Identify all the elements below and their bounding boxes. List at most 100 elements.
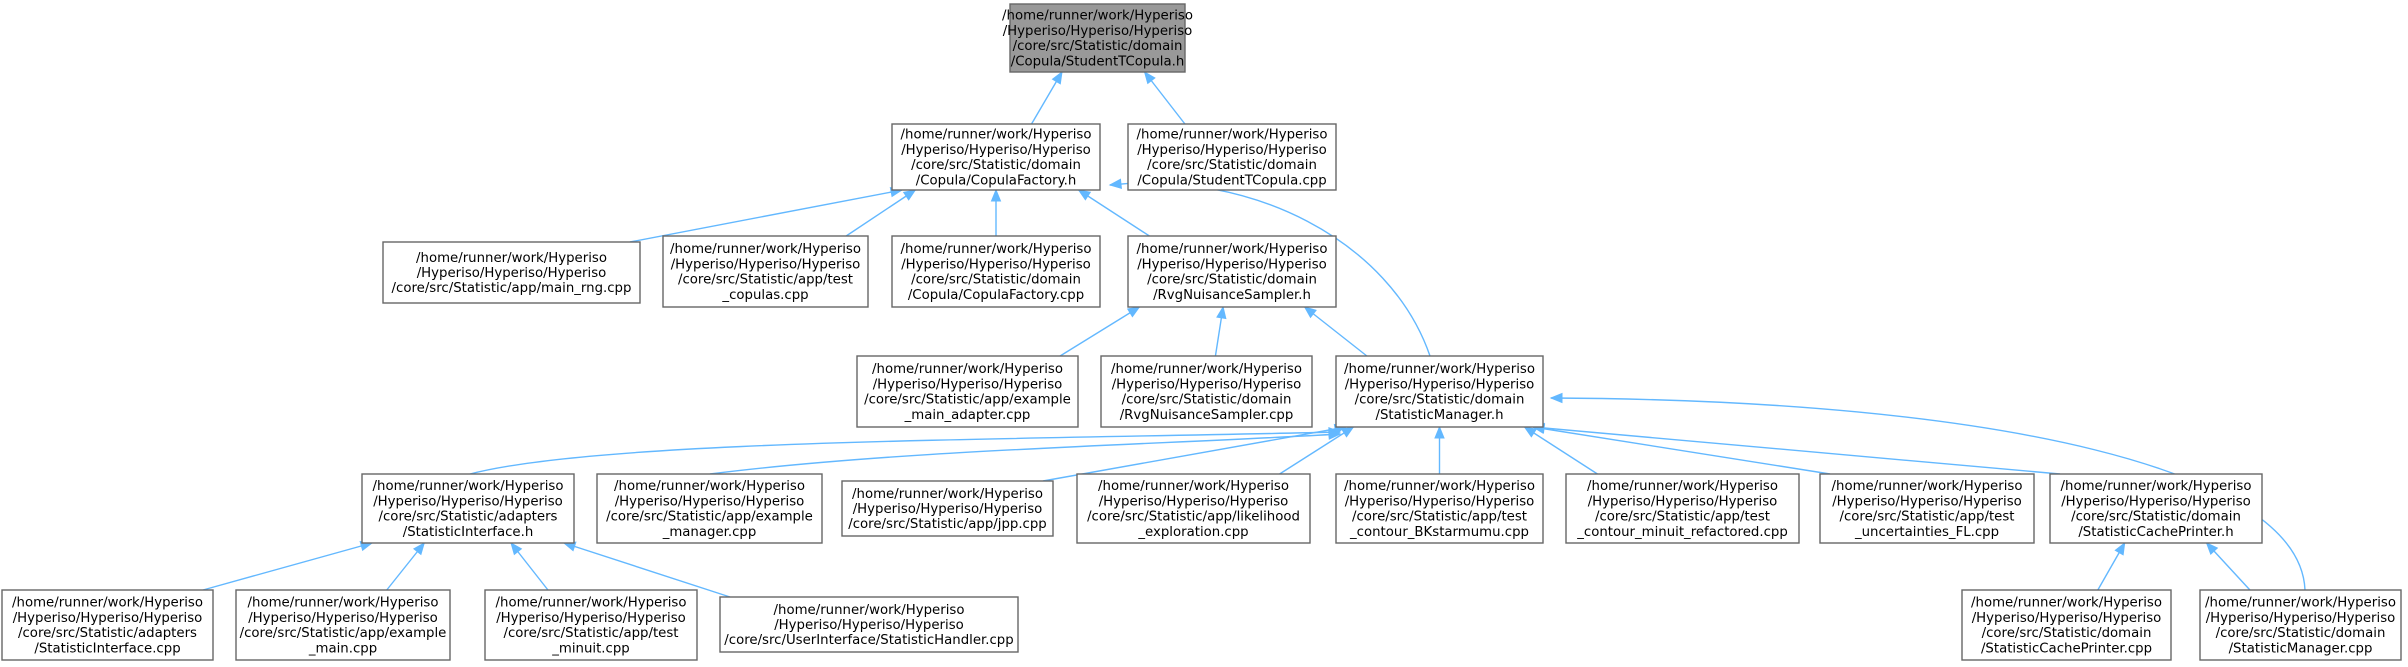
node-copulafactory_h[interactable]: /home/runner/work/Hyperiso/Hyperiso/Hype… [891,123,1101,191]
node-label-line: _manager.cpp [662,525,757,540]
node-label-line: /RvgNuisanceSampler.h [1153,288,1311,303]
node-label-line: /home/runner/work/Hyperiso [901,128,1092,143]
node-test_uncertainties_fl_cpp[interactable]: /home/runner/work/Hyperiso/Hyperiso/Hype… [1819,473,2035,544]
node-example_main_adapter_cpp[interactable]: /home/runner/work/Hyperiso/Hyperiso/Hype… [856,355,1079,428]
node-example_manager_cpp[interactable]: /home/runner/work/Hyperiso/Hyperiso/Hype… [596,473,823,544]
node-box[interactable] [1335,473,1544,544]
node-label-line: /home/runner/work/Hyperiso [416,251,607,266]
node-box[interactable] [1819,473,2035,544]
arrowhead [1126,306,1141,318]
arrowhead [1143,70,1156,85]
node-label-line: /home/runner/work/Hyperiso [1344,362,1535,377]
node-box[interactable] [1100,355,1313,428]
node-label-line: /Hyperiso/Hyperiso/Hyperiso [1588,494,1778,509]
node-label-line: /Hyperiso/Hyperiso/Hyperiso [671,257,861,272]
node-statisticmanager_cpp[interactable]: /home/runner/work/Hyperiso/Hyperiso/Hype… [2199,589,2402,661]
node-box[interactable] [1076,473,1311,544]
node-box[interactable] [2049,473,2263,544]
node-label-line: /Hyperiso/Hyperiso/Hyperiso [1137,257,1327,272]
node-box[interactable] [1,589,214,661]
node-example_main_cpp[interactable]: /home/runner/work/Hyperiso/Hyperiso/Hype… [235,589,451,661]
node-label-line: /home/runner/work/Hyperiso [1344,479,1535,494]
node-test_minuit_cpp[interactable]: /home/runner/work/Hyperiso/Hyperiso/Hype… [484,589,698,661]
node-copulafactory_cpp[interactable]: /home/runner/work/Hyperiso/Hyperiso/Hype… [891,235,1101,308]
node-statisticcacheprinter_cpp[interactable]: /home/runner/work/Hyperiso/Hyperiso/Hype… [1961,589,2172,661]
node-label-line: /core/src/Statistic/app/example [864,393,1071,408]
node-box[interactable] [1335,355,1544,428]
node-label-line: /home/runner/work/Hyperiso [1111,362,1302,377]
node-statisticinterface_h[interactable]: /home/runner/work/Hyperiso/Hyperiso/Hype… [361,473,575,544]
node-test_contour_minuit_refactored_cpp[interactable]: /home/runner/work/Hyperiso/Hyperiso/Hype… [1565,473,1800,544]
node-statisticmanager_h[interactable]: /home/runner/work/Hyperiso/Hyperiso/Hype… [1335,355,1544,428]
node-box[interactable] [484,589,698,661]
node-jpp_cpp[interactable]: /home/runner/work/Hyperiso/Hyperiso/Hype… [841,480,1054,537]
node-statisticcacheprinter_h[interactable]: /home/runner/work/Hyperiso/Hyperiso/Hype… [2049,473,2263,544]
node-main_rng_cpp[interactable]: /home/runner/work/Hyperiso/Hyperiso/Hype… [382,241,641,304]
node-box[interactable] [891,235,1101,308]
node-label-line: /Hyperiso/Hyperiso/Hyperiso [615,494,805,509]
node-label-line: /home/runner/work/Hyperiso [2205,596,2396,611]
node-label-line: /home/runner/work/Hyperiso [1587,479,1778,494]
arrowhead [1051,70,1063,85]
arrowhead [2114,541,2126,556]
edge-line [629,189,903,243]
node-label-line: /Copula/CopulaFactory.h [916,173,1077,188]
edge-test_contour_bkstarmumu_cpp-to-statisticmanager_h [1434,425,1445,474]
node-label-line: /StatisticCachePrinter.cpp [1981,641,2152,656]
node-box[interactable] [382,241,641,304]
node-root[interactable]: /home/runner/work/Hyperiso/Hyperiso/Hype… [1002,3,1193,73]
node-box[interactable] [719,596,1019,653]
node-box[interactable] [596,473,823,544]
node-label-line: _exploration.cpp [1137,525,1248,540]
edge-example_main_adapter_cpp-to-rvgnuisancesampler_h [1059,306,1141,357]
arrowhead [1340,426,1355,438]
node-studenttcopula_cpp[interactable]: /home/runner/work/Hyperiso/Hyperiso/Hype… [1127,123,1337,191]
arrowhead [1523,426,1538,438]
node-box[interactable] [1009,3,1186,73]
node-label-line: /core/src/Statistic/app/main_rng.cpp [392,281,632,296]
node-box[interactable] [1961,589,2172,661]
node-label-line: /home/runner/work/Hyperiso [496,596,687,611]
node-box[interactable] [361,473,575,544]
node-label-line: /home/runner/work/Hyperiso [2061,479,2252,494]
edge-rvgnuisancesampler_cpp-to-rvgnuisancesampler_h [1214,305,1227,357]
edge-line [1532,426,2061,475]
node-label-line: /Hyperiso/Hyperiso/Hyperiso [248,611,438,626]
node-label-line: /core/src/Statistic/app/example [240,626,447,641]
edge-studenttcopula_cpp-to-root [1143,70,1186,125]
node-box[interactable] [856,355,1079,428]
edge-copulafactory_cpp-to-copulafactory_h [990,188,1002,236]
node-label-line: /StatisticInterface.cpp [34,641,180,656]
edge-line [1279,426,1354,475]
node-box[interactable] [1127,235,1337,308]
node-rvgnuisancesampler_cpp[interactable]: /home/runner/work/Hyperiso/Hyperiso/Hype… [1100,355,1313,428]
node-statistichandler_cpp[interactable]: /home/runner/work/Hyperiso/Hyperiso/Hype… [719,596,1019,653]
node-box[interactable] [235,589,451,661]
node-label-line: /core/src/UserInterface/StatisticHandler… [724,633,1013,648]
node-label-line: /core/src/Statistic/domain [1122,393,1292,408]
node-box[interactable] [662,235,869,308]
node-label-line: /Hyperiso/Hyperiso/Hyperiso [901,143,1091,158]
node-label-line: /core/src/Statistic/domain [2216,626,2386,641]
node-label-line: _main_adapter.cpp [904,408,1031,423]
node-box[interactable] [2199,589,2402,661]
node-label-line: /Hyperiso/Hyperiso/Hyperiso [13,611,203,626]
node-box[interactable] [1565,473,1800,544]
edge-copulafactory_h-to-root [1030,70,1063,125]
edge-example_manager_cpp-to-statisticmanager_h [709,429,1342,475]
node-box[interactable] [841,480,1054,537]
node-label-line: /core/src/Statistic/app/example [606,510,813,525]
node-label-line: /Hyperiso/Hyperiso/Hyperiso [1345,377,1535,392]
node-test_copulas_cpp[interactable]: /home/runner/work/Hyperiso/Hyperiso/Hype… [662,235,869,308]
arrowhead [902,189,917,201]
node-rvgnuisancesampler_h[interactable]: /home/runner/work/Hyperiso/Hyperiso/Hype… [1127,235,1337,308]
arrowhead [1077,189,1092,201]
node-box[interactable] [1127,123,1337,191]
node-statisticinterface_cpp[interactable]: /home/runner/work/Hyperiso/Hyperiso/Hype… [1,589,214,661]
node-label-line: _contour_minuit_refactored.cpp [1576,525,1788,540]
node-test_contour_bkstarmumu_cpp[interactable]: /home/runner/work/Hyperiso/Hyperiso/Hype… [1335,473,1544,544]
node-label-line: /home/runner/work/Hyperiso [774,603,965,618]
node-box[interactable] [891,123,1101,191]
node-label-line: /home/runner/work/Hyperiso [248,596,439,611]
node-likelihood_exploration_cpp[interactable]: /home/runner/work/Hyperiso/Hyperiso/Hype… [1076,473,1311,544]
